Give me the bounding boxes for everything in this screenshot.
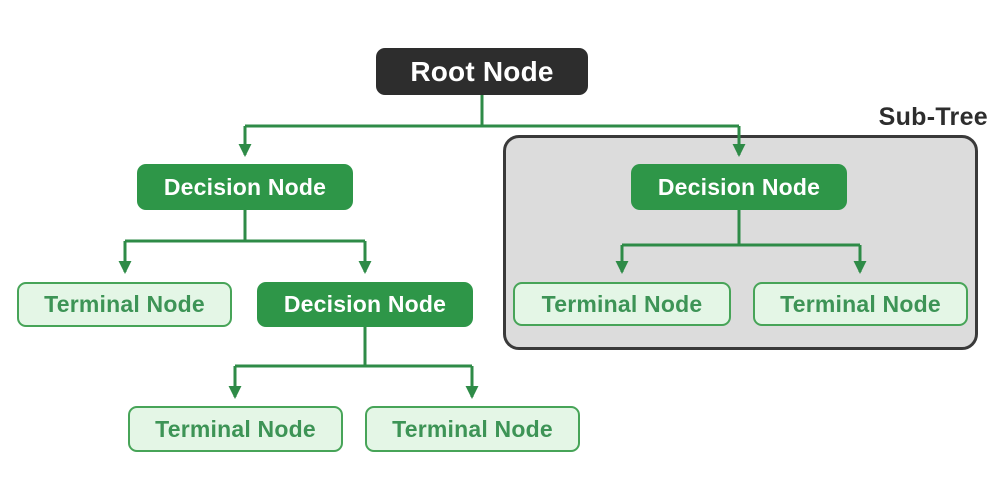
- terminal-node-bottom-right: Terminal Node: [365, 406, 580, 452]
- terminal-node-left: Terminal Node: [17, 282, 232, 327]
- decision-node-subtree: Decision Node: [631, 164, 847, 210]
- root-node: Root Node: [376, 48, 588, 95]
- terminal-node-bottom-left: Terminal Node: [128, 406, 343, 452]
- decision-node-left: Decision Node: [137, 164, 353, 210]
- terminal-node-sub-right: Terminal Node: [753, 282, 968, 326]
- subtree-label: Sub-Tree: [878, 103, 988, 131]
- terminal-node-sub-left: Terminal Node: [513, 282, 731, 326]
- decision-node-mid: Decision Node: [257, 282, 473, 327]
